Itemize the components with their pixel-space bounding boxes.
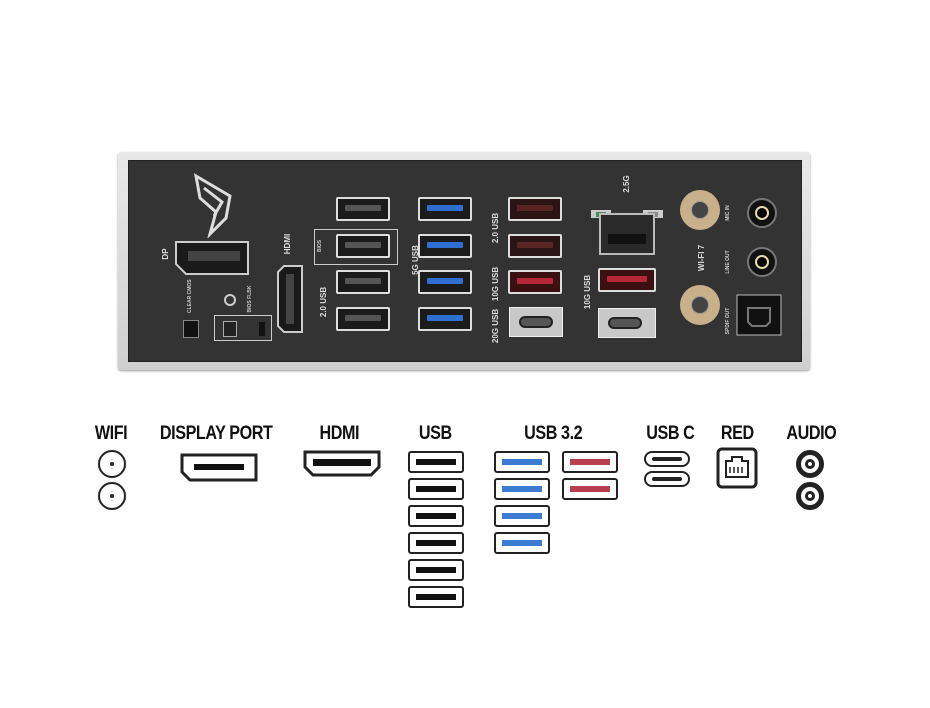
usb32-blue-icon <box>494 532 550 554</box>
legend-usb32-heading: USB 3.2 <box>524 423 583 444</box>
usb-a-port-red <box>508 234 562 258</box>
usb-a-port-blue <box>418 197 472 221</box>
hdmi-label: HDMI <box>283 233 292 255</box>
usb32-blue-icon <box>494 451 550 473</box>
lan-speed-label: 2.5G <box>622 175 631 193</box>
usb-c-port <box>598 308 656 338</box>
mic-in-jack <box>747 198 777 228</box>
legend-usbc-heading: USB C <box>646 423 695 444</box>
legend-red-heading: RED <box>720 423 754 444</box>
hdmi-icon <box>303 450 381 477</box>
usb-10g-label: 10G USB <box>583 274 592 310</box>
displayport-icon <box>180 453 258 482</box>
bios-flashback-led <box>259 322 265 336</box>
usb-a-port-red <box>598 268 656 292</box>
legend-wifi-heading: WIFI <box>94 423 128 444</box>
audio-jack-icon <box>796 450 824 478</box>
wifi-label: WI-FI 7 <box>697 244 706 272</box>
mic-in-label: MIC IN <box>725 205 731 221</box>
usb-2-label: 2.0 USB <box>491 212 500 244</box>
ethernet-icon <box>716 447 758 489</box>
legend-usb-heading: USB <box>418 423 452 444</box>
usb-a-port <box>336 307 390 331</box>
usb-icon <box>408 505 464 527</box>
usb32-blue-icon <box>494 478 550 500</box>
usb-icon <box>408 586 464 608</box>
line-out-jack <box>747 247 777 277</box>
usb-a-port-red <box>508 197 562 221</box>
clear-cmos-label: CLEAR CMOS <box>187 279 193 313</box>
usb-icon <box>408 451 464 473</box>
legend-displayport-heading: DISPLAY PORT <box>159 423 273 444</box>
usb-a-port <box>336 197 390 221</box>
usb32-red-icon <box>562 478 618 500</box>
wifi-antenna-connector <box>680 190 720 230</box>
usb-a-port-bios <box>336 234 390 258</box>
audio-jack-icon <box>796 482 824 510</box>
usb-a-port-blue <box>418 307 472 331</box>
legend-audio-heading: AUDIO <box>786 423 837 444</box>
bios-flashback-box <box>214 315 272 341</box>
usb-a-port-blue <box>418 270 472 294</box>
hdmi-port <box>277 265 303 333</box>
usb-icon <box>408 532 464 554</box>
line-out-label: LINE OUT <box>725 250 731 274</box>
spdif-out-label: SPDIF OUT <box>725 307 731 335</box>
usb-10g-label: 10G USB <box>491 266 500 302</box>
bios-flashback-button[interactable] <box>223 321 237 337</box>
clear-cmos-button[interactable] <box>183 320 199 338</box>
legend-hdmi-heading: HDMI <box>319 423 360 444</box>
usb-2-label: 2.0 USB <box>319 286 328 318</box>
ethernet-port <box>591 210 663 255</box>
usb-a-port <box>336 270 390 294</box>
wifi-connector-icon <box>98 450 126 478</box>
usb-a-port-red <box>508 270 562 294</box>
wifi-connector-icon <box>98 482 126 510</box>
bios-flbk-label: BIOS FLBK <box>247 285 253 313</box>
usb32-red-icon <box>562 451 618 473</box>
usb-c-icon <box>644 471 690 487</box>
displayport-port <box>175 241 249 275</box>
dp-label: DP <box>161 248 170 260</box>
bios-label: BIOS <box>317 239 323 253</box>
bios-flashback-icon <box>224 294 236 306</box>
usb-a-port-blue <box>418 234 472 258</box>
usb32-blue-icon <box>494 505 550 527</box>
usb-icon <box>408 559 464 581</box>
spdif-optical-port <box>736 294 782 336</box>
usb-c-icon <box>644 451 690 467</box>
wifi-antenna-connector <box>680 285 720 325</box>
rog-logo-icon <box>193 173 232 238</box>
usb-20g-label: 20G USB <box>491 308 500 344</box>
usb-icon <box>408 478 464 500</box>
usb-c-port <box>509 307 563 337</box>
bios-usb-box <box>314 229 398 265</box>
